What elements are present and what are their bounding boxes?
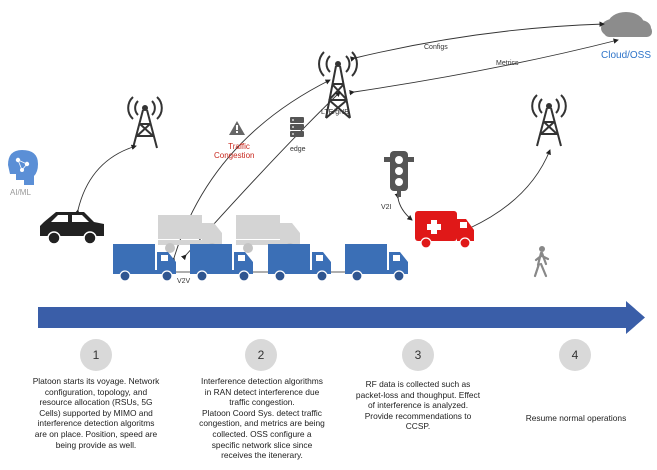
step-1-line: resource allocation (RSUs, 5G [39, 397, 153, 408]
ai-label: AI/ML [10, 188, 31, 197]
step-2-line: in RAN detect interference due [204, 386, 320, 397]
tower-label: LTE/gNB [321, 109, 349, 116]
step-1-description: Platoon starts its voyage. Network confi… [15, 376, 177, 450]
step-3-line: packet-loss and thoughput. Effect [355, 389, 481, 400]
truck-icon [113, 244, 176, 282]
step-2-line: Platoon Coord Sys. detect traffic [202, 407, 322, 418]
edge-label: edge [290, 146, 306, 153]
platoon-trucks [113, 244, 408, 282]
step-1-line: are on place. Position, speed are [34, 428, 158, 439]
step-1-line: configuration, topology, and [44, 386, 148, 397]
v2i-label: V2I [381, 204, 392, 211]
step-1-badge: 1 [80, 339, 112, 371]
edge-server-icon [290, 117, 304, 137]
timeline-arrow [38, 301, 645, 334]
car-icon [40, 212, 104, 245]
truck-icon [190, 244, 253, 282]
ambulance-icon [415, 211, 474, 249]
tower-icon [531, 94, 567, 147]
step-1-line: interference detection algoritms [37, 418, 155, 429]
step-3-line: CCSP. [405, 421, 431, 432]
step-3-description: RF data is collected such as packet-loss… [343, 379, 493, 432]
step-4-line: Resume normal operations [525, 413, 627, 423]
traffic-light-icon [384, 151, 414, 197]
traffic-label-line1: Traffic [228, 142, 250, 151]
step-2-line: congestion, and metrics are being [199, 418, 325, 429]
ai-brain-icon [8, 150, 38, 185]
step-3-line: RF data is collected such as [365, 379, 471, 389]
step-2-line: collected. OSS configure a [212, 428, 312, 439]
step-1-line: Platoon starts its voyage. Network [32, 376, 160, 386]
truck-icon [158, 215, 222, 253]
metrics-label: Metrics [496, 60, 519, 67]
tower-icon [127, 96, 163, 149]
cloud-icon [601, 12, 652, 37]
cloud-label: Cloud/OSS [601, 50, 652, 61]
step-2-line: traffic congestion. [229, 397, 295, 408]
step-2-badge: 2 [245, 339, 277, 371]
v2v-label: V2V [177, 278, 191, 285]
warning-icon [229, 121, 245, 135]
step-2-line: Interference detection algorithms [201, 376, 323, 386]
step-3-line: Provide recommendations to [364, 410, 472, 421]
step-1-line: being provide as well. [55, 439, 137, 450]
step-1-line: Cells) supported by MIMO and [39, 407, 153, 418]
step-2-line: receives the itenerary. [221, 450, 303, 461]
step-2-line: specific network slice since [211, 439, 313, 450]
step-4-description: Resume normal operations [506, 413, 646, 424]
truck-icon [268, 244, 331, 282]
step-3-line: of interference is analyzed. [367, 400, 469, 411]
step-3-badge: 3 [402, 339, 434, 371]
step-2-description: Interference detection algorithms in RAN… [183, 376, 341, 461]
step-4-badge: 4 [559, 339, 591, 371]
configs-label: Configs [424, 44, 448, 51]
truck-icon [345, 244, 408, 282]
traffic-label-line2: Congestion [214, 151, 255, 160]
pedestrian-icon [533, 246, 550, 278]
